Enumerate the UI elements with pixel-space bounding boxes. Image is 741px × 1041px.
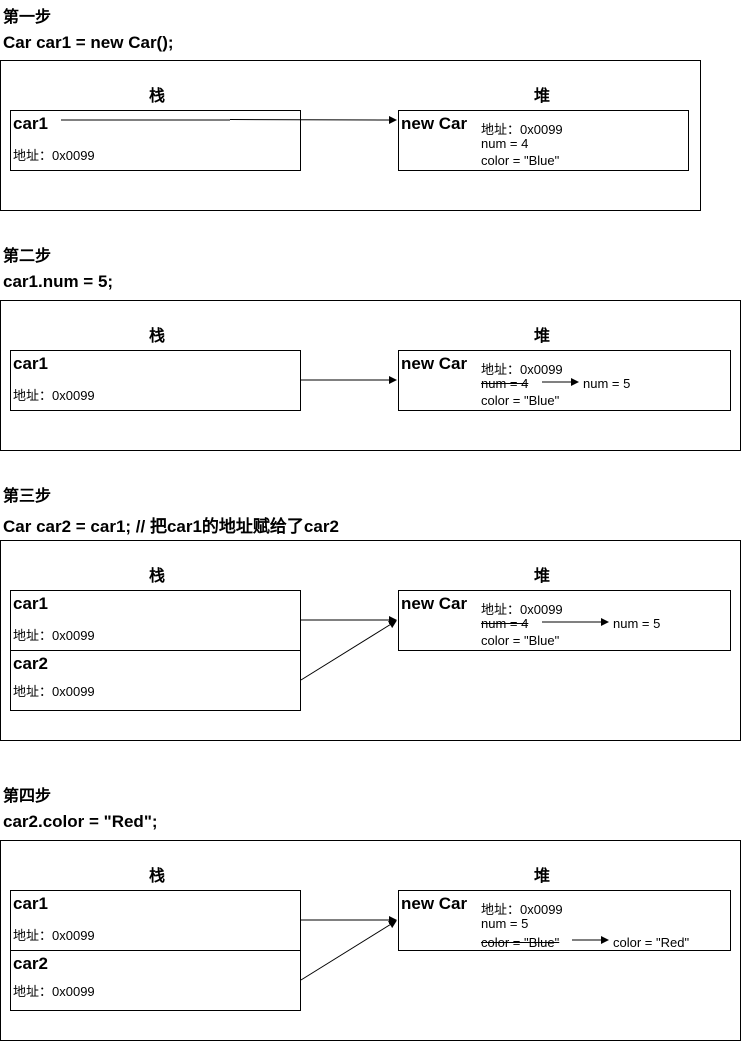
- var-name: car1: [13, 114, 48, 133]
- heap-field-num-new: num = 5: [613, 616, 661, 631]
- heap-heading: 堆: [534, 568, 551, 585]
- heap-field-num: num = 5: [481, 916, 529, 931]
- var-address: 地址：0x0099: [13, 148, 95, 163]
- heap-field-color: color = "Blue": [481, 153, 560, 168]
- heap-field-num: num = 4: [481, 136, 529, 151]
- heap-address: 地址：0x0099: [481, 122, 563, 137]
- stack-heading: 栈: [149, 868, 166, 885]
- code-line: Car car2 = car1; // 把car1的地址赋给了car2: [3, 517, 339, 536]
- heap-object: new Car 地址：0x0099 num = 4 num = 5 color …: [398, 350, 731, 411]
- var-address: 地址：0x0099: [13, 628, 95, 643]
- step-title: 第三步: [3, 488, 52, 505]
- heap-field-num-old: num = 4: [481, 376, 529, 391]
- heap-object-name: new Car: [401, 354, 468, 373]
- reference-arrow-car2: [300, 620, 397, 681]
- heap-object: new Car 地址：0x0099 num = 4 num = 5 color …: [398, 590, 731, 651]
- heap-heading: 堆: [534, 328, 551, 345]
- var-address: 地址：0x0099: [13, 984, 95, 999]
- step-title: 第一步: [3, 9, 52, 26]
- var-address: 地址：0x0099: [13, 684, 95, 699]
- heap-field-color-new: color = "Red": [613, 935, 690, 950]
- code-line: car2.color = "Red";: [3, 812, 158, 831]
- memory-frame: [0, 60, 701, 211]
- var-name: car1: [13, 354, 48, 373]
- var-name: car2: [13, 654, 48, 673]
- heap-object-name: new Car: [401, 114, 468, 133]
- heap-field-color: color = "Blue": [481, 393, 560, 408]
- heap-object-name: new Car: [401, 894, 468, 913]
- code-line: Car car1 = new Car();: [3, 33, 174, 52]
- var-address: 地址：0x0099: [13, 388, 95, 403]
- step-title: 第二步: [3, 248, 52, 265]
- stack-heading: 栈: [149, 568, 166, 585]
- stack-var-car2: car2 地址：0x0099: [10, 950, 301, 1011]
- stack-var-car1: car1 地址：0x0099: [10, 110, 301, 171]
- stack-heading: 栈: [149, 328, 166, 345]
- var-name: car2: [13, 954, 48, 973]
- heap-address: 地址：0x0099: [481, 362, 563, 377]
- stack-var-car1: car1 地址：0x0099: [10, 350, 301, 411]
- heap-object: new Car 地址：0x0099 num = 5 color = "Blue"…: [398, 890, 731, 951]
- stack-heading: 栈: [149, 88, 166, 105]
- var-name: car1: [13, 594, 48, 613]
- reference-arrow-car2: [300, 920, 397, 981]
- heap-heading: 堆: [534, 88, 551, 105]
- stack-var-car2: car2 地址：0x0099: [10, 650, 301, 711]
- heap-object-name: new Car: [401, 594, 468, 613]
- heap-address: 地址：0x0099: [481, 902, 563, 917]
- heap-field-num-new: num = 5: [583, 376, 631, 391]
- heap-field-color: color = "Blue": [481, 633, 560, 648]
- var-address: 地址：0x0099: [13, 928, 95, 943]
- var-name: car1: [13, 894, 48, 913]
- heap-heading: 堆: [534, 868, 551, 885]
- code-line: car1.num = 5;: [3, 272, 114, 291]
- heap-field-num-old: num = 4: [481, 616, 529, 631]
- heap-address: 地址：0x0099: [481, 602, 563, 617]
- heap-object: new Car 地址：0x0099 num = 4 color = "Blue": [398, 110, 689, 171]
- reference-arrow-car1: [229, 115, 397, 124]
- heap-field-color-old: color = "Blue": [481, 935, 560, 950]
- step-title: 第四步: [3, 788, 52, 805]
